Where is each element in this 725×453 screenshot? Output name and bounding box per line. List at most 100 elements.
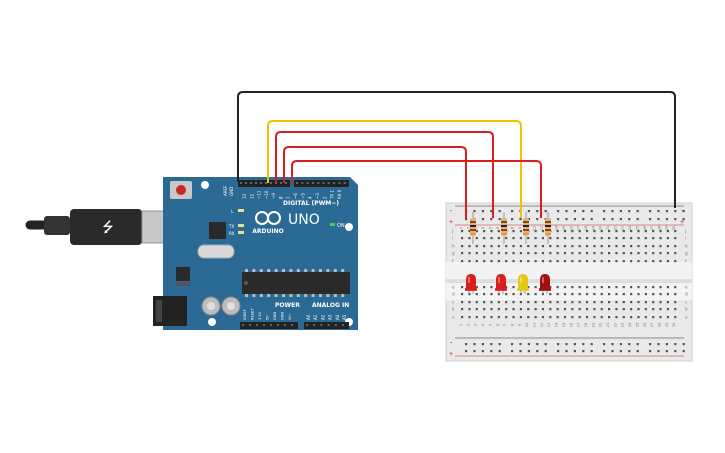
rail-hole[interactable] [481,350,484,353]
rail-hole[interactable] [465,350,468,353]
breadboard-hole[interactable] [541,260,545,263]
rail-hole[interactable] [590,350,593,353]
breadboard-hole[interactable] [615,230,618,233]
breadboard-hole[interactable] [483,308,486,311]
rail-hole[interactable] [557,218,560,221]
resistor[interactable] [545,212,551,244]
breadboard-hole[interactable] [652,301,655,304]
pin-socket[interactable] [245,182,247,184]
breadboard-hole[interactable] [674,252,677,255]
rail-hole[interactable] [527,218,530,221]
rail-hole[interactable] [628,218,631,221]
breadboard-hole[interactable] [637,260,640,263]
breadboard-hole[interactable] [600,316,603,319]
pin-socket[interactable] [240,182,242,184]
rail-hole[interactable] [636,210,639,213]
breadboard-hole[interactable] [608,286,611,289]
breadboard-hole[interactable] [637,230,640,233]
breadboard-hole[interactable] [644,260,647,263]
breadboard-hole[interactable] [674,230,677,233]
breadboard-hole[interactable] [622,308,625,311]
breadboard-hole[interactable] [534,316,537,319]
breadboard-hole[interactable] [512,260,515,263]
breadboard-hole[interactable] [593,237,596,240]
breadboard-hole[interactable] [622,237,625,240]
breadboard-hole[interactable] [549,237,552,240]
rail-hole[interactable] [498,210,501,213]
breadboard-hole[interactable] [585,230,589,233]
breadboard-hole[interactable] [483,316,486,319]
rail-hole[interactable] [649,350,652,353]
breadboard-hole[interactable] [505,308,508,311]
rail-hole[interactable] [657,343,660,346]
breadboard-hole[interactable] [490,308,493,311]
breadboard-hole[interactable] [600,237,603,240]
rail-hole[interactable] [649,343,652,346]
breadboard-hole[interactable] [571,237,574,240]
breadboard-hole[interactable] [512,245,515,248]
rail-hole[interactable] [544,343,547,346]
breadboard-hole[interactable] [556,301,559,304]
rail-hole[interactable] [573,218,576,221]
breadboard-hole[interactable] [674,308,677,311]
rail-hole[interactable] [490,350,493,353]
breadboard-hole[interactable] [644,245,647,248]
breadboard-hole[interactable] [563,252,567,255]
breadboard-hole[interactable] [637,286,640,289]
breadboard-hole[interactable] [615,260,618,263]
breadboard-hole[interactable] [534,293,537,296]
breadboard-hole[interactable] [512,237,515,240]
rail-hole[interactable] [619,210,622,213]
breadboard-hole[interactable] [519,230,522,233]
pin-socket[interactable] [327,182,330,184]
pin-socket[interactable] [284,324,286,326]
breadboard-hole[interactable] [674,316,677,319]
breadboard-hole[interactable] [563,308,567,311]
breadboard-hole[interactable] [563,260,567,263]
rail-hole[interactable] [611,343,614,346]
breadboard-hole[interactable] [644,230,647,233]
breadboard-hole[interactable] [615,293,618,296]
rail-hole[interactable] [519,350,522,353]
breadboard-hole[interactable] [505,293,508,296]
breadboard-hole[interactable] [608,308,611,311]
breadboard-hole[interactable] [461,245,464,248]
breadboard-hole[interactable] [505,252,508,255]
breadboard-hole[interactable] [505,245,508,248]
breadboard-hole[interactable] [468,252,471,255]
breadboard-hole[interactable] [637,308,640,311]
gnd-wire[interactable] [237,91,676,208]
led-red[interactable] [465,274,477,294]
breadboard-hole[interactable] [578,252,581,255]
breadboard-hole[interactable] [497,308,500,311]
breadboard-hole[interactable] [490,260,493,263]
breadboard-hole[interactable] [563,286,567,289]
breadboard-hole[interactable] [644,286,647,289]
breadboard-hole[interactable] [497,316,500,319]
resistors[interactable] [470,212,551,244]
breadboard-hole[interactable] [644,252,647,255]
breadboard-hole[interactable] [468,308,471,311]
breadboard-hole[interactable] [512,230,515,233]
rail-hole[interactable] [682,210,685,213]
breadboard-hole[interactable] [519,260,522,263]
resistor[interactable] [470,212,476,244]
breadboard-hole[interactable] [461,252,464,255]
breadboard-hole[interactable] [615,308,618,311]
breadboard-hole[interactable] [534,260,537,263]
breadboard-hole[interactable] [637,237,640,240]
breadboard-hole[interactable] [652,252,655,255]
breadboard-hole[interactable] [468,293,471,296]
breadboard-hole[interactable] [659,301,662,304]
breadboard-hole[interactable] [593,286,596,289]
rail-hole[interactable] [590,343,593,346]
breadboard-hole[interactable] [666,293,669,296]
rail-hole[interactable] [674,218,677,221]
breadboard-hole[interactable] [541,230,545,233]
breadboard-hole[interactable] [549,301,552,304]
breadboard-hole[interactable] [666,237,669,240]
breadboard-hole[interactable] [505,301,508,304]
breadboard-hole[interactable] [512,308,515,311]
breadboard-hole[interactable] [659,286,662,289]
